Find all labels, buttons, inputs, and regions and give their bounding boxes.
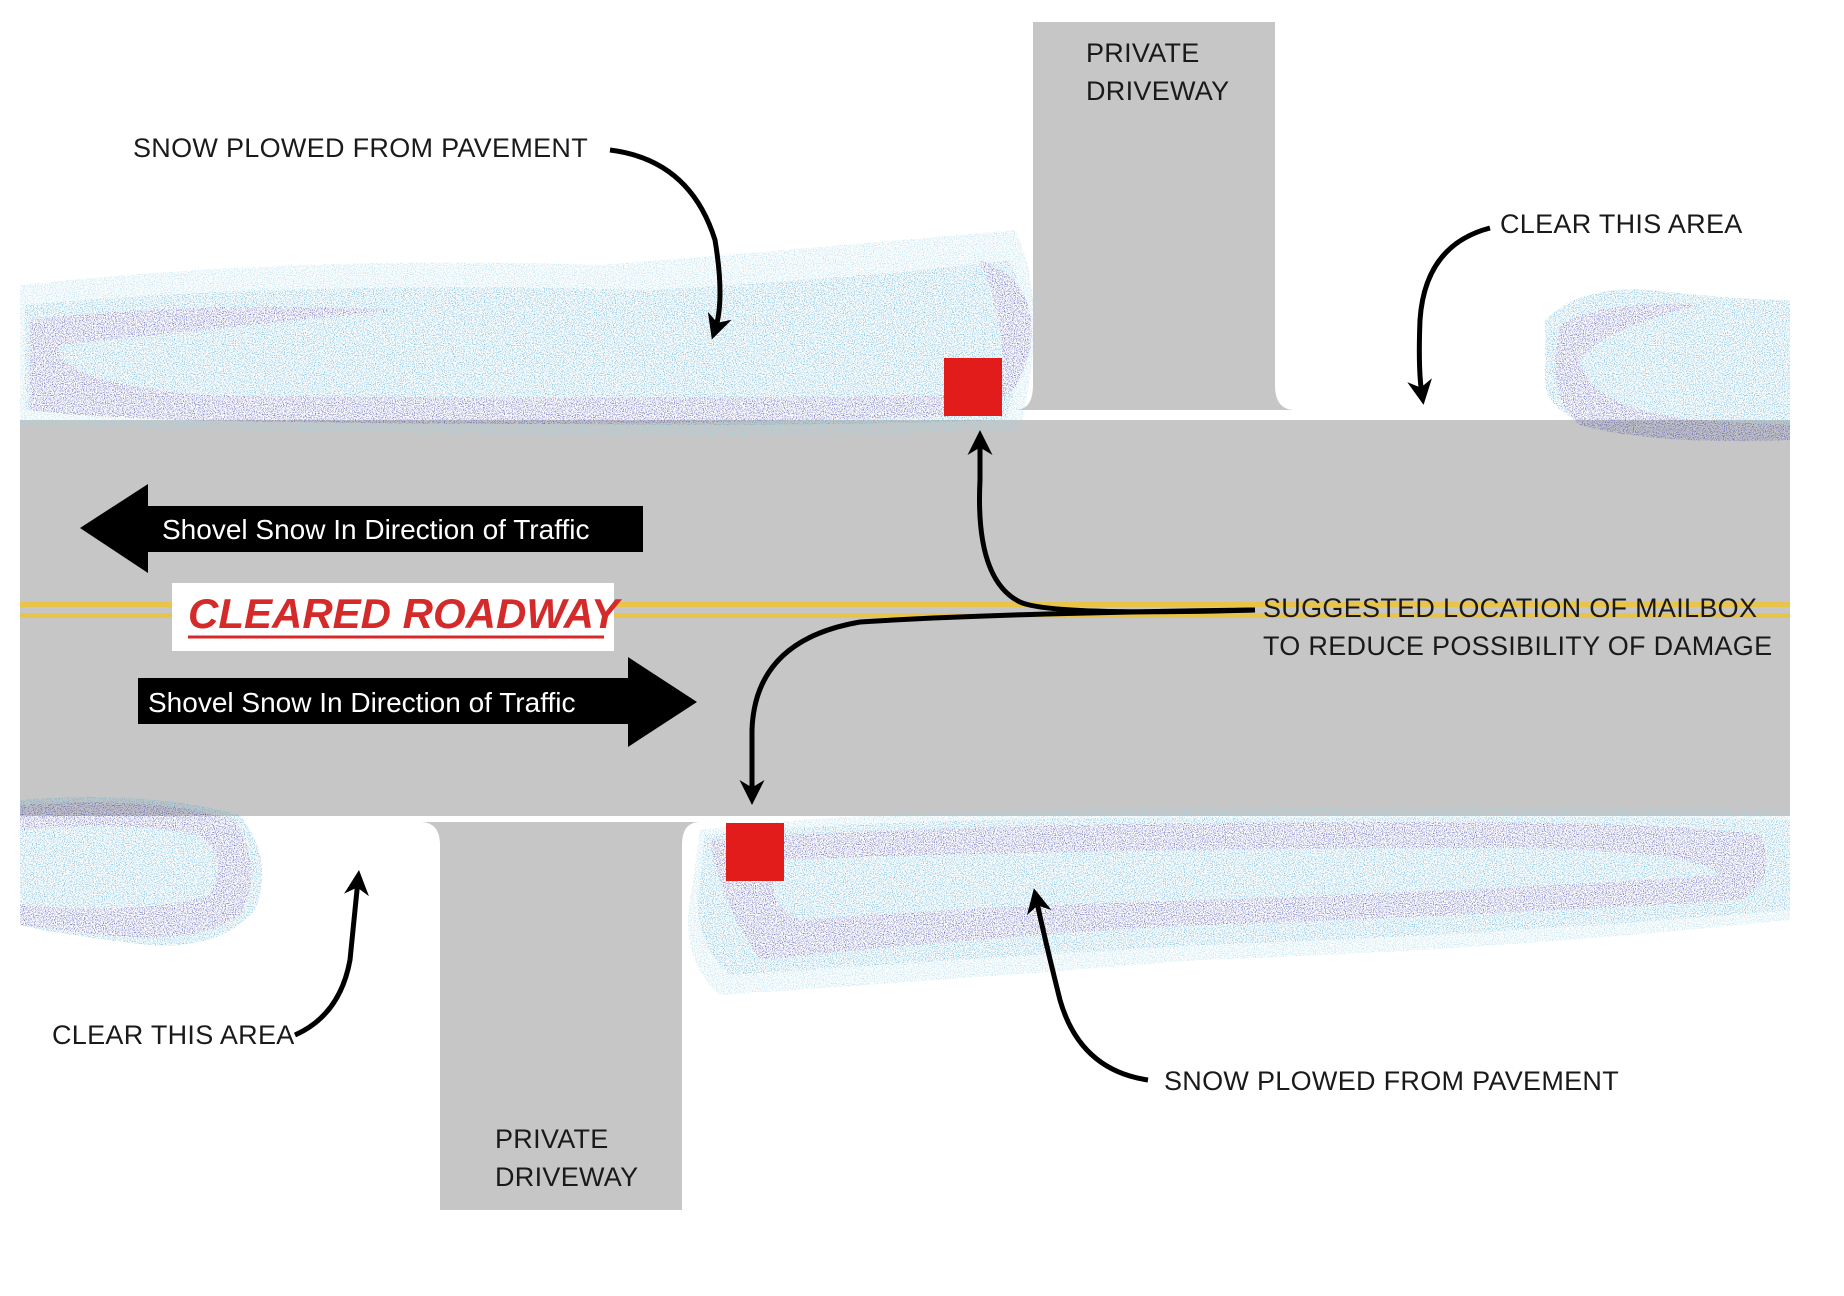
center-line: [20, 602, 1790, 618]
mailbox-suggestion-label: SUGGESTED LOCATION OF MAILBOX TO REDUCE …: [1263, 593, 1772, 661]
snow-bank-top-left: [20, 230, 1034, 436]
cleared-roadway-label: CLEARED ROADWAY: [188, 590, 623, 637]
driveway-bottom-line2: DRIVEWAY: [495, 1162, 638, 1192]
private-driveway-bottom: [420, 822, 700, 1210]
driveway-top-line2: DRIVEWAY: [1086, 76, 1229, 106]
mailbox-bottom-icon: [726, 823, 784, 881]
snow-bank-top-right: [1545, 289, 1790, 442]
snow-bank-bottom-right: [688, 806, 1790, 995]
traffic-arrow-left: Shovel Snow In Direction of Traffic: [80, 484, 643, 573]
curved-pointer-arrows: [293, 147, 1491, 1083]
private-driveway-top: [1015, 22, 1295, 410]
snow-top-label: SNOW PLOWED FROM PAVEMENT: [133, 133, 588, 163]
driveway-bottom-line1: PRIVATE: [495, 1124, 609, 1154]
driveway-top-line1: PRIVATE: [1086, 38, 1200, 68]
driveway-bottom-label: PRIVATE DRIVEWAY: [495, 1124, 638, 1192]
mailbox-line1: SUGGESTED LOCATION OF MAILBOX: [1263, 593, 1757, 623]
traffic-arrow-right: Shovel Snow In Direction of Traffic: [138, 657, 697, 747]
traffic-arrow-right-label: Shovel Snow In Direction of Traffic: [148, 687, 575, 718]
mailbox-top-icon: [944, 358, 1002, 416]
mailbox-line2: TO REDUCE POSSIBILITY OF DAMAGE: [1263, 631, 1772, 661]
snow-bottom-label: SNOW PLOWED FROM PAVEMENT: [1164, 1066, 1619, 1096]
driveway-top-label: PRIVATE DRIVEWAY: [1086, 38, 1229, 106]
traffic-arrow-left-label: Shovel Snow In Direction of Traffic: [162, 514, 589, 545]
snow-bank-bottom-left: [20, 797, 263, 946]
clear-top-label: CLEAR THIS AREA: [1500, 209, 1743, 239]
cleared-roadway-box: [172, 583, 614, 651]
clear-bottom-label: CLEAR THIS AREA: [52, 1020, 295, 1050]
